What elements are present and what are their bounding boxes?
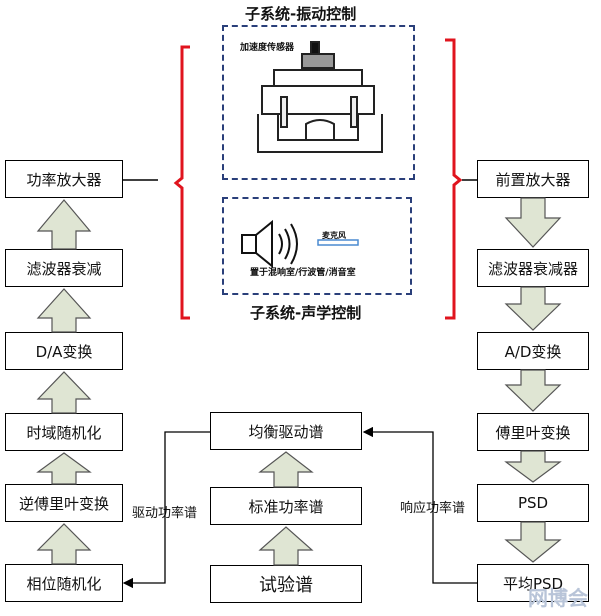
drive-psd-line [122,431,210,589]
loudspeaker-icon [241,219,298,269]
vibration-subsystem-title: 子系统-振动控制 [245,5,357,23]
vibration-subsystem-frame [222,25,415,180]
standard-power-spectrum-box: 标准功率谱 [210,487,362,525]
response-psd-line [362,426,477,584]
watermark-text: 网博会 [528,586,588,610]
left-chain-arrows [36,199,92,565]
psd-box: PSD [477,484,589,522]
power-amplifier-box: 功率放大器 [5,160,123,198]
phase-randomization-box: 相位随机化 [5,564,123,602]
equalized-drive-spectrum-box: 均衡驱动谱 [210,412,362,450]
microphone-label: 麦克风 [322,231,346,240]
average-psd-box: 平均PSD [477,564,589,602]
center-chain-arrows [258,451,314,566]
test-spectrum-box: 试验谱 [210,565,362,603]
filter-attenuation-box: 滤波器衰减 [5,249,123,287]
shaker-drawing [257,41,383,153]
right-brace [445,38,463,320]
chamber-location-label: 置于混响室/行波管/消音室 [250,268,356,278]
acoustic-subsystem-frame [222,197,412,295]
microphone-icon [317,239,359,246]
left-brace [173,45,190,320]
ad-conversion-box: A/D变换 [477,332,589,370]
da-conversion-box: D/A变换 [5,332,123,370]
watermark-logo: 网博会 [528,582,588,611]
inverse-fourier-box: 逆傅里叶变换 [5,484,123,522]
filter-attenuator-box: 滤波器衰减器 [477,249,589,287]
accelerometer-label: 加速度传感器 [240,43,295,53]
time-randomization-box: 时域随机化 [5,413,123,451]
right-chain-arrows [504,197,562,563]
acoustic-subsystem-title: 子系统-声学控制 [250,304,362,322]
